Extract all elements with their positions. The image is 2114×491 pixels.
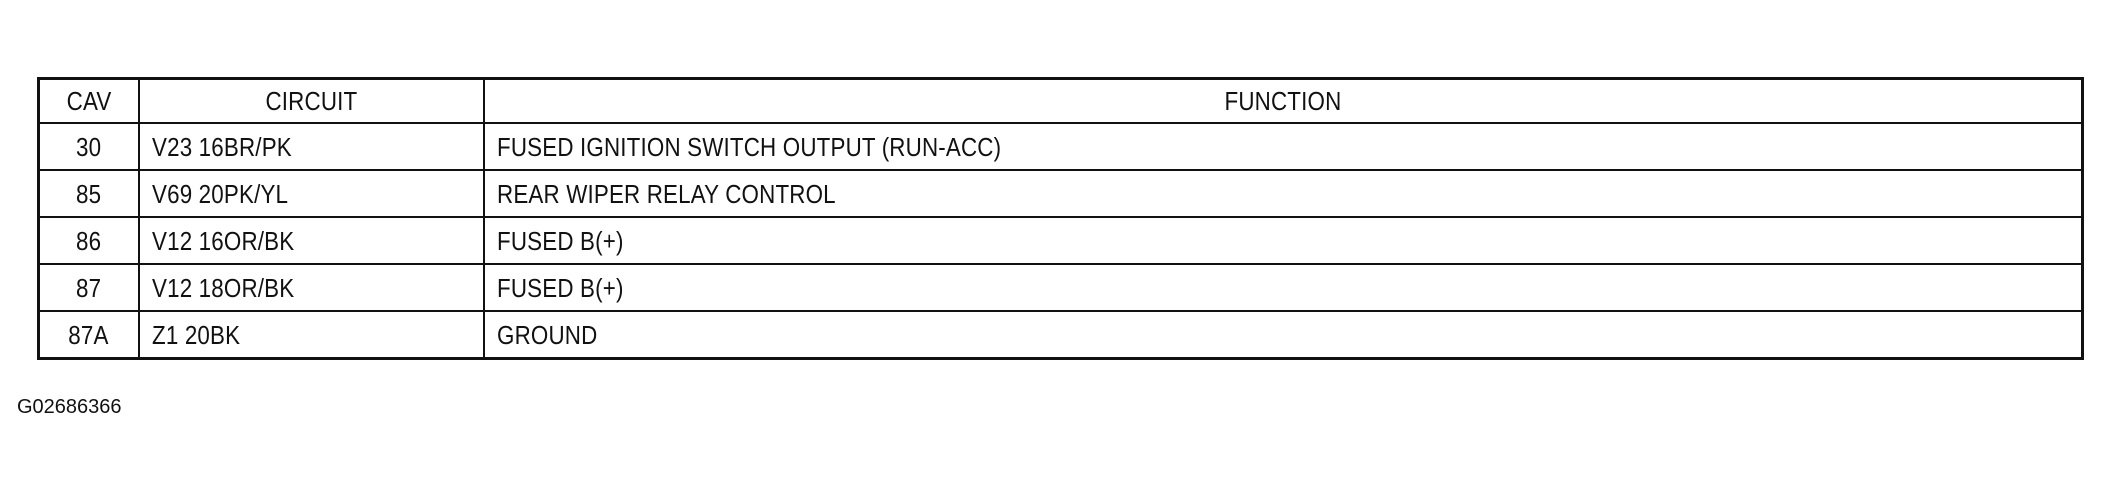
cell-cav: 85 (37, 169, 140, 218)
header-circuit: CIRCUIT (137, 77, 485, 124)
cell-cav: 87A (37, 310, 140, 360)
cell-function: FUSED B(+) (482, 216, 2084, 265)
cell-circuit: Z1 20BK (137, 310, 485, 360)
header-function: FUNCTION (482, 77, 2084, 124)
cell-function: REAR WIPER RELAY CONTROL (482, 169, 2084, 218)
table-row: 30 V23 16BR/PK FUSED IGNITION SWITCH OUT… (37, 122, 2084, 171)
cell-function: FUSED B(+) (482, 263, 2084, 312)
connector-pinout-table: CAV CIRCUIT FUNCTION 30 V23 16BR/PK FUSE… (37, 77, 2084, 360)
table-row: 85 V69 20PK/YL REAR WIPER RELAY CONTROL (37, 169, 2084, 218)
table-header-row: CAV CIRCUIT FUNCTION (37, 77, 2084, 124)
cell-cav: 30 (37, 122, 140, 171)
table-row: 87 V12 18OR/BK FUSED B(+) (37, 263, 2084, 312)
cell-circuit: V69 20PK/YL (137, 169, 485, 218)
cell-circuit: V12 16OR/BK (137, 216, 485, 265)
cell-circuit: V23 16BR/PK (137, 122, 485, 171)
figure-id: G02686366 (17, 396, 122, 418)
cell-function: GROUND (482, 310, 2084, 360)
cell-circuit: V12 18OR/BK (137, 263, 485, 312)
header-cav: CAV (37, 77, 140, 124)
cell-cav: 86 (37, 216, 140, 265)
cell-cav: 87 (37, 263, 140, 312)
cell-function: FUSED IGNITION SWITCH OUTPUT (RUN-ACC) (482, 122, 2084, 171)
table-row: 87A Z1 20BK GROUND (37, 310, 2084, 360)
table-row: 86 V12 16OR/BK FUSED B(+) (37, 216, 2084, 265)
